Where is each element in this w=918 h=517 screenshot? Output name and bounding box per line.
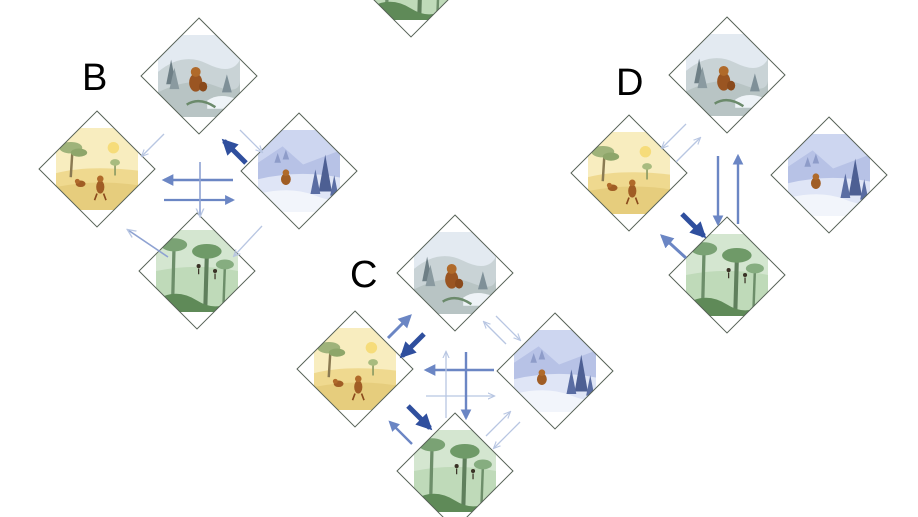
tile-b-left	[38, 110, 156, 228]
tile-d-top	[668, 16, 786, 134]
arrow-b-right-to-bottom	[234, 225, 263, 256]
arrow-b-right-to-top	[221, 138, 248, 165]
arrow-d-left-to-top	[675, 138, 700, 163]
panel-label-b: B	[82, 57, 107, 99]
tile-c-right	[496, 312, 614, 430]
arrow-b-top-to-right	[239, 129, 262, 152]
panel-label-d: D	[616, 62, 643, 104]
arrow-b-top-to-left	[142, 133, 165, 156]
arrow-d-left-to-bottom	[680, 212, 707, 239]
tile-c-bottom	[396, 412, 514, 517]
tile-b-bottom	[138, 212, 256, 330]
tile-b-top	[140, 17, 258, 135]
panel-label-c: C	[350, 254, 377, 296]
tile-d-right	[770, 116, 888, 234]
arrow-c-top-to-right	[495, 315, 520, 340]
arrow-d-bottom-to-left	[660, 234, 688, 260]
tile-c-left	[296, 310, 414, 428]
panel-a-bottom-tile	[353, 0, 469, 38]
arrow-d-top-to-left	[662, 123, 687, 148]
panel-c: C	[296, 214, 614, 517]
tile-b-right	[240, 112, 358, 230]
tile-c-top	[396, 214, 514, 332]
arrow-c-right-to-top	[484, 322, 507, 345]
tile-d-left	[570, 114, 688, 232]
arrow-c-bottom-to-right	[485, 412, 510, 437]
arrow-b-bottom-to-left	[128, 230, 169, 258]
panel-b: B	[38, 17, 358, 330]
arrow-c-bottom-to-left	[388, 420, 413, 445]
arrow-c-left-to-bottom	[406, 404, 433, 431]
panel-d: D	[570, 16, 888, 334]
arrow-c-top-to-left	[399, 332, 426, 359]
arrow-c-right-to-bottom	[494, 421, 521, 448]
arrow-c-left-to-top	[386, 314, 412, 340]
tile-d-bottom	[668, 216, 786, 334]
